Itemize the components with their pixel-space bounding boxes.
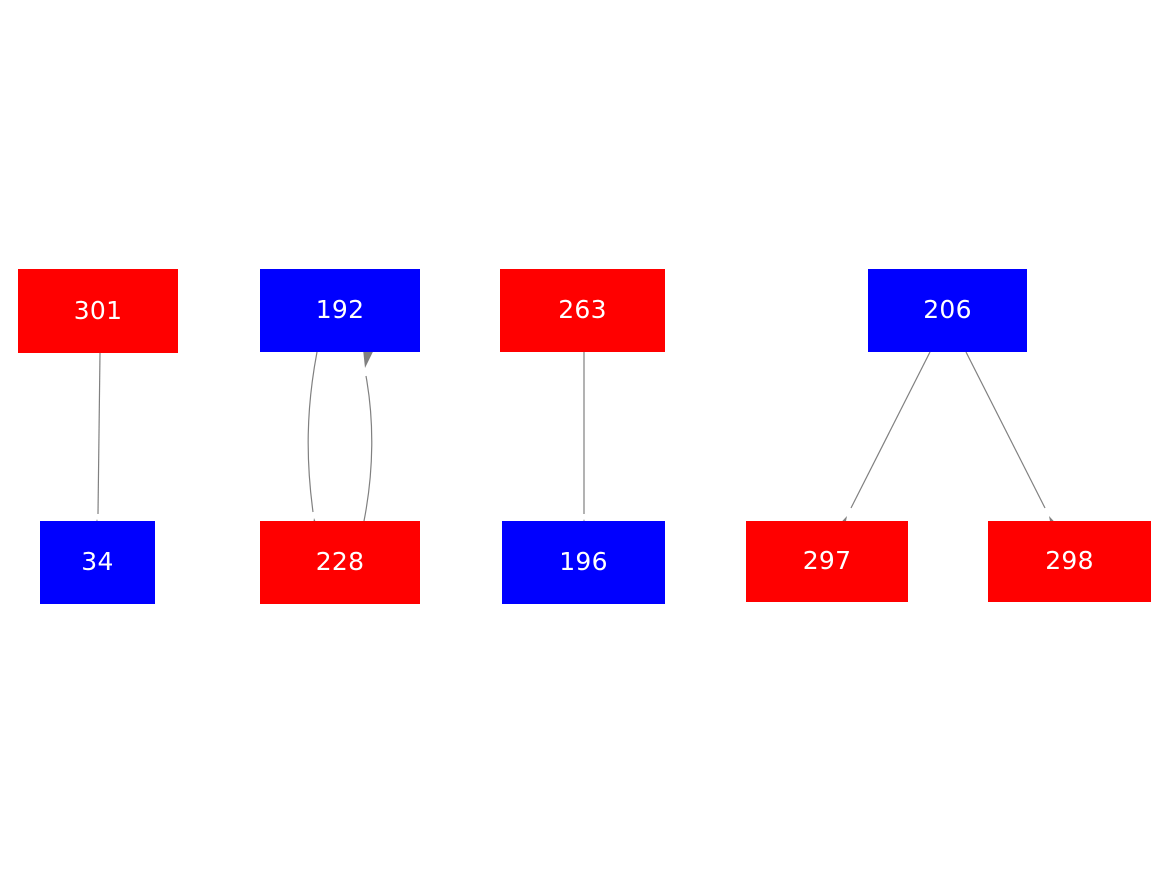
graph-node-label: 34 [81,547,114,576]
graph-edge-228-to-192 [361,333,381,522]
graph-node-196[interactable]: 196 [502,521,665,604]
graph-node-label: 206 [923,295,972,324]
graph-node-263[interactable]: 263 [500,269,665,352]
graph-node-206[interactable]: 206 [868,269,1027,352]
graph-node-label: 192 [315,295,365,324]
edge-line [363,375,373,522]
graph-node-label: 228 [315,547,365,576]
edge-line [97,352,101,515]
graph-node-192[interactable]: 192 [260,269,420,352]
graph-node-label: 196 [559,547,608,576]
graph-node-297[interactable]: 297 [746,521,908,602]
edge-line [965,351,1046,509]
edge-line [850,351,931,509]
graph-node-301[interactable]: 301 [18,269,178,353]
graph-node-label: 263 [558,295,607,324]
edge-line [307,351,318,513]
graph-node-228[interactable]: 228 [260,521,420,604]
graph-node-label: 297 [802,546,852,575]
graph-node-298[interactable]: 298 [988,521,1151,602]
graph-node-label: 301 [73,295,123,325]
graph-node-label: 298 [1045,546,1094,575]
graph-node-34[interactable]: 34 [40,521,155,604]
